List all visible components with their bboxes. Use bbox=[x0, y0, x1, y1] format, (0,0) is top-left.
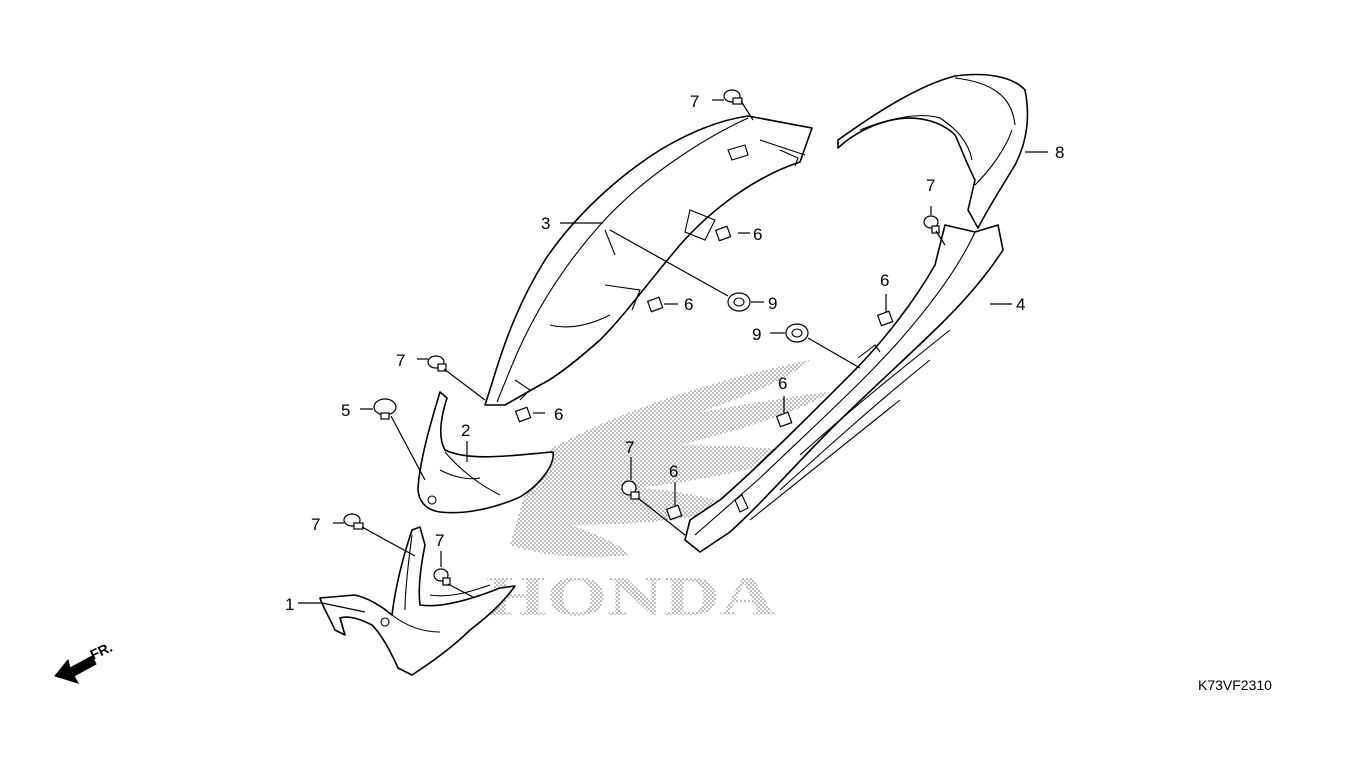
callout-5: 5 bbox=[341, 401, 350, 420]
diagram-reference-code: K73VF2310 bbox=[1198, 677, 1272, 693]
clip-6-f bbox=[665, 504, 683, 521]
part-3-left-body-cover bbox=[484, 115, 813, 406]
part-2-floor-front-cover bbox=[417, 391, 554, 514]
callout-6-f: 6 bbox=[669, 462, 678, 481]
callout-labels: 7 8 7 3 6 6 9 6 4 9 7 6 5 6 2 7 6 7 7 1 bbox=[285, 92, 1064, 614]
callout-1: 1 bbox=[285, 595, 294, 614]
callout-6-d: 6 bbox=[880, 271, 889, 290]
screw-7-a bbox=[723, 89, 743, 105]
callout-7-d: 7 bbox=[625, 438, 634, 457]
part-4-right-body-cover bbox=[684, 224, 1004, 553]
honda-logo-text: HONDA bbox=[486, 566, 777, 628]
callout-9-a: 9 bbox=[768, 294, 777, 313]
callout-8: 8 bbox=[1055, 143, 1064, 162]
callout-7-e: 7 bbox=[311, 515, 320, 534]
callout-6-c: 6 bbox=[554, 405, 563, 424]
callout-7-f: 7 bbox=[435, 531, 444, 550]
clip-6-b bbox=[646, 296, 664, 313]
callout-7-b: 7 bbox=[926, 176, 935, 195]
front-label: FR. bbox=[88, 639, 115, 663]
callout-6-e: 6 bbox=[778, 374, 787, 393]
grommet-9-b bbox=[785, 323, 809, 343]
callout-9-b: 9 bbox=[752, 325, 761, 344]
cap-5 bbox=[373, 398, 397, 420]
svg-text:HONDA: HONDA bbox=[486, 566, 777, 628]
callout-7-c: 7 bbox=[396, 351, 405, 370]
screw-7-c bbox=[427, 355, 447, 372]
clip-6-a bbox=[714, 225, 732, 242]
clip-6-c bbox=[514, 406, 532, 423]
leader-lines bbox=[298, 99, 1048, 613]
screw-7-d bbox=[621, 480, 640, 500]
front-direction-arrow: FR. bbox=[54, 639, 115, 684]
clip-6-d bbox=[876, 310, 894, 327]
screw-7-e bbox=[343, 513, 364, 530]
callout-4: 4 bbox=[1016, 295, 1025, 314]
screw-7-b bbox=[923, 215, 940, 234]
honda-wing-watermark bbox=[510, 360, 830, 557]
callout-3: 3 bbox=[541, 214, 550, 233]
clip-6-e bbox=[775, 411, 793, 428]
callout-6-b: 6 bbox=[684, 295, 693, 314]
grommet-9-a bbox=[727, 292, 751, 312]
callout-6-a: 6 bbox=[753, 225, 762, 244]
callout-2: 2 bbox=[461, 421, 470, 440]
callout-7-a: 7 bbox=[690, 92, 699, 111]
screw-7-f bbox=[433, 568, 451, 586]
part-8-rear-center-cover bbox=[837, 73, 1029, 229]
part-1-lower-front-cover bbox=[319, 526, 516, 676]
